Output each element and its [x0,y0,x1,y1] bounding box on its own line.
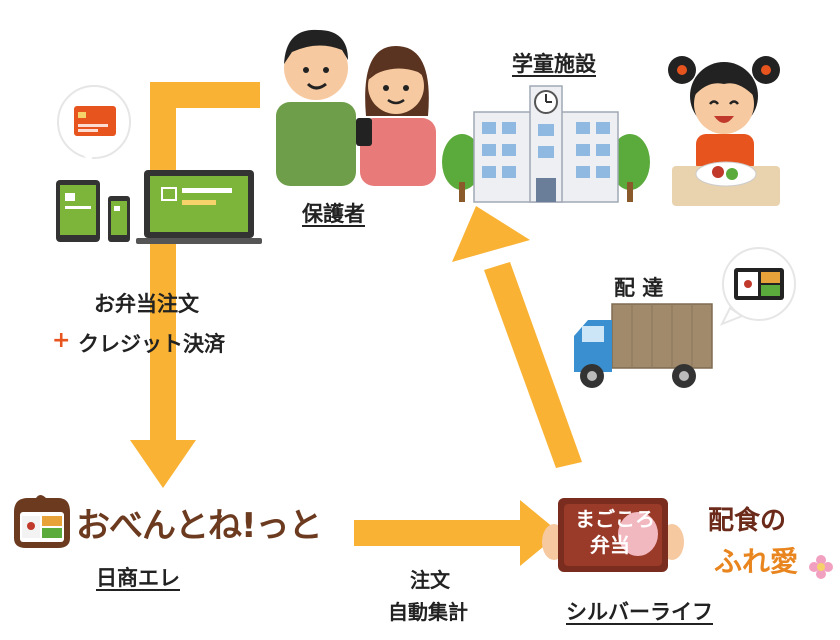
door-icon [536,178,556,202]
father-figure [276,29,356,186]
mother-figure [356,46,436,186]
arrow-aggregate-right [354,500,560,566]
magokoro-bento-logo: まごころ 弁当 [542,490,684,576]
haishoku-fureai-logo: 配食の ふれ愛 [708,500,834,596]
school-building-illustration [440,82,652,208]
haishoku-logo-text-2: ふれ愛 [714,545,799,578]
obentone-logo-text: おべんとね!っと [76,506,323,546]
facility-label: 学童施設 [512,52,596,76]
aggregate-label-2: 自動集計 [388,600,468,624]
smartphone-icon [108,196,130,242]
arrow-delivery-up [452,206,582,468]
order-label: お弁当注文 [94,292,199,316]
bento-box-icon [734,268,784,300]
delivery-label: 配 達 [614,276,664,300]
plus-icon: + [52,328,71,353]
child-eating-illustration [666,44,784,210]
credit-payment-label: クレジット決済 [78,332,225,356]
devices-illustration [56,168,266,248]
clock-icon [534,90,558,114]
delivery-truck-illustration [568,296,718,396]
tree-icon [442,134,482,202]
silverlife-label: シルバーライフ [566,600,713,624]
haishoku-logo-text-1: 配食の [708,506,787,536]
smartphone-icon [356,118,372,146]
parents-illustration [268,6,448,186]
arrow-order-down [130,82,260,488]
magokoro-bento-text-2: 弁当 [590,533,630,557]
flower-icon [809,555,833,579]
aggregate-label-1: 注文 [410,568,450,592]
magokoro-bento-text-1: まごころ [575,507,655,531]
tree-icon [610,134,650,202]
company-label: 日商エレ [96,566,180,590]
credit-card-icon [74,106,116,136]
guardian-label: 保護者 [302,202,365,226]
bento-logo-icon [14,495,70,548]
obentone-logo: おべんとね!っと [10,488,323,552]
tablet-icon [56,180,100,242]
credit-card-bubble [54,82,134,162]
bento-bubble [716,246,802,328]
laptop-icon [136,170,262,244]
